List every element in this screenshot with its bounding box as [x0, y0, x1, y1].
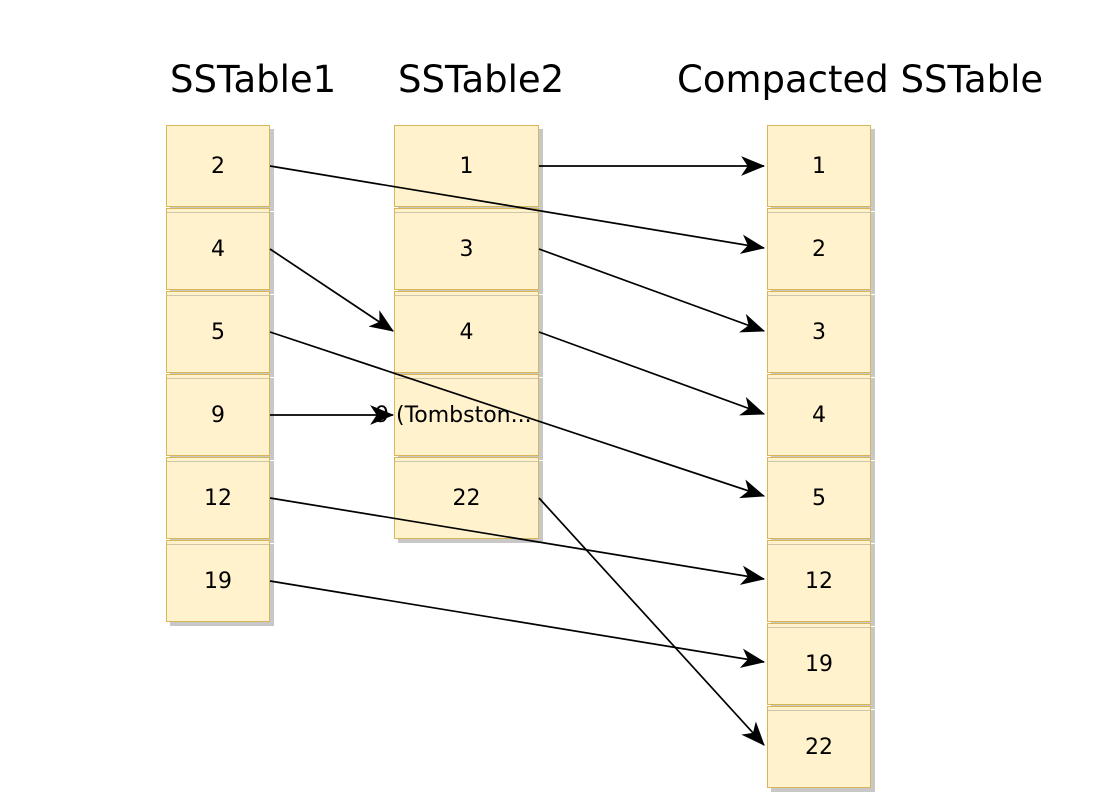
sstable2-cell[interactable]: 1	[394, 125, 539, 207]
cell-key: 5	[211, 319, 225, 345]
cell-key: 1	[812, 153, 826, 179]
cell-key: 4	[812, 402, 826, 428]
sstable1-cell[interactable]: 12	[166, 457, 270, 539]
cell-key: 22	[452, 485, 481, 511]
compacted-sstable-title: Compacted SSTable	[677, 58, 1044, 101]
sstable2-cell[interactable]: 22	[394, 457, 539, 539]
compacted-cell[interactable]: 19	[767, 623, 871, 705]
sstable1-column: 2 4 5 9 12 19	[166, 125, 270, 623]
compacted-cell[interactable]: 3	[767, 291, 871, 373]
compacted-cell[interactable]: 2	[767, 208, 871, 290]
sstable1-cell[interactable]: 2	[166, 125, 270, 207]
arrow-s2-4-to-c-4	[538, 331, 766, 416]
cell-key: 12	[204, 485, 232, 511]
cell-key: 1	[459, 153, 474, 179]
arrow-s1-19-to-c-19	[269, 580, 766, 668]
sstable1-cell[interactable]: 5	[166, 291, 270, 373]
cell-key: 22	[805, 734, 833, 760]
cell-key: 5	[812, 485, 826, 511]
cell-key: 9 (Tombston...	[375, 402, 532, 428]
sstable2-column: 1 3 4 9 (Tombston... 22	[375, 125, 539, 540]
sstable1-cell[interactable]: 19	[166, 540, 270, 622]
sstable1-title: SSTable1	[170, 58, 337, 101]
cell-key: 12	[805, 568, 833, 594]
sstable2-title: SSTable2	[398, 58, 565, 101]
cell-key: 3	[812, 319, 826, 345]
sstable1-cell[interactable]: 9	[166, 374, 270, 456]
compacted-cell[interactable]: 5	[767, 457, 871, 539]
arrow-s2-3-to-c-3	[538, 248, 766, 333]
compacted-cell[interactable]: 12	[767, 540, 871, 622]
cell-key: 9	[211, 402, 225, 428]
sstable2-cell[interactable]: 4	[394, 291, 539, 373]
cell-key: 2	[211, 153, 225, 179]
cell-key: 4	[459, 319, 474, 345]
compacted-cell[interactable]: 22	[767, 706, 871, 788]
cell-key: 19	[805, 651, 833, 677]
sstable2-cell[interactable]: 3	[394, 208, 539, 290]
arrow-s2-22-to-c-22	[538, 497, 765, 746]
cell-key: 2	[812, 236, 826, 262]
sstable2-tombstone-cell[interactable]: 9 (Tombston...	[375, 374, 539, 456]
cell-key: 4	[211, 236, 225, 262]
arrow-s1-4-to-s2-4	[269, 248, 394, 332]
compacted-sstable-column: 1 2 3 4 5 12 19 22	[767, 125, 871, 789]
compacted-cell[interactable]: 1	[767, 125, 871, 207]
cell-key: 3	[459, 236, 474, 262]
sstable1-cell[interactable]: 4	[166, 208, 270, 290]
compacted-cell[interactable]: 4	[767, 374, 871, 456]
cell-key: 19	[204, 568, 232, 594]
